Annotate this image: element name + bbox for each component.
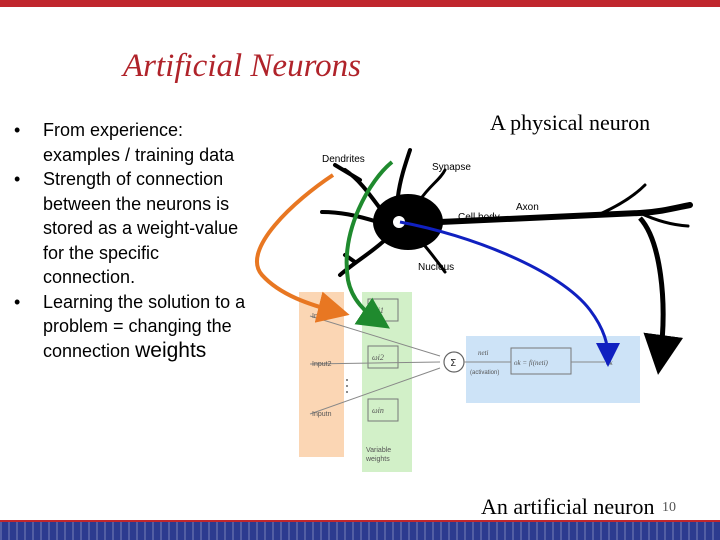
dendrite xyxy=(320,210,380,224)
weight-label-n: ωin xyxy=(372,406,384,415)
weight-box xyxy=(367,398,399,422)
footer-bar xyxy=(0,520,720,540)
blue-arrow xyxy=(399,220,620,367)
slide-number: 10 xyxy=(662,500,676,515)
dendrite xyxy=(423,244,447,274)
ellipsis-dot xyxy=(346,379,348,381)
net-label: neti xyxy=(478,349,489,357)
cell-body xyxy=(373,194,443,250)
sum-symbol: Σ xyxy=(450,358,456,369)
weights-panel xyxy=(362,292,412,472)
bullet-marker: • xyxy=(14,291,21,312)
input-label-1: Input1 xyxy=(312,313,332,320)
dendrites-label: Dendrites xyxy=(322,154,365,165)
synapse-label: Synapse xyxy=(432,162,471,173)
input-line xyxy=(309,367,441,415)
footer-pattern xyxy=(0,522,720,540)
input-line xyxy=(309,361,441,365)
bullet-marker: • xyxy=(14,169,21,189)
top-accent-bar xyxy=(0,0,720,7)
bullet-text-emphasis: weights xyxy=(135,338,207,362)
bullet-item: • From experience: examples / training da… xyxy=(14,118,254,167)
weight-label-2: ωi2 xyxy=(372,353,384,362)
bullet-text: Strength of connection between the neuro… xyxy=(43,169,239,287)
weight-label-1: ωi1 xyxy=(372,306,384,315)
input-label-2: Input2 xyxy=(312,361,332,368)
activation-formula: ok = fi(neti) xyxy=(514,359,549,367)
input-label-n: Inputn xyxy=(312,411,332,418)
weight-box xyxy=(367,345,399,369)
dendrite xyxy=(418,168,447,202)
output-label: ok xyxy=(606,359,614,367)
neuron-diagram: Input1 Input2 Inputn ωi1 ωi2 ωin Σ neti … xyxy=(254,148,693,472)
ellipsis-dot xyxy=(346,391,348,393)
bullet-text: Learning the solution to a problem = cha… xyxy=(43,291,246,361)
bullet-text: From experience: examples / training dat… xyxy=(43,120,235,165)
slide-title: Artificial Neurons xyxy=(123,48,362,84)
green-arrow xyxy=(344,160,394,329)
physical-neuron-label: A physical neuron xyxy=(490,110,651,135)
axon-label: Axon xyxy=(516,202,539,213)
bullet-item: • Strength of connection between the neur… xyxy=(14,167,254,290)
axon-branch xyxy=(598,183,647,216)
orange-arrow xyxy=(254,173,350,323)
black-arrow xyxy=(638,216,684,375)
axon xyxy=(437,202,693,225)
cell-body-label: Cell body xyxy=(458,212,500,223)
nucleus-label: Nucleus xyxy=(418,262,454,273)
activation-label: (activation) xyxy=(470,370,499,376)
axon-branch xyxy=(638,211,690,228)
variable-weights-label-1: Variable xyxy=(366,447,391,454)
nucleus xyxy=(393,216,405,228)
activation-box xyxy=(510,347,572,375)
bullet-list: • From experience: examples / training da… xyxy=(14,118,254,363)
bullet-marker: • xyxy=(14,120,21,140)
ellipsis-dot xyxy=(346,385,348,387)
variable-weights-label-2: weights xyxy=(365,456,390,463)
artificial-neuron-label: An artificial neuron xyxy=(481,494,655,519)
bullet-item: • Learning the solution to a problem = ch… xyxy=(14,290,254,364)
dendrite xyxy=(396,148,412,198)
